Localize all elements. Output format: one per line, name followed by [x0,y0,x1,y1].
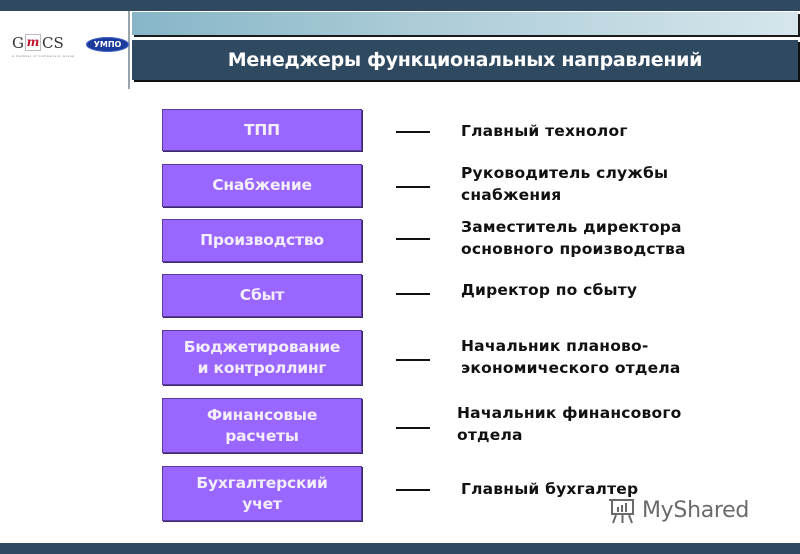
role-label-budgeting: Начальник планово- экономического отдела [461,335,681,379]
header-light-band [132,12,798,35]
page-title: Менеджеры функциональных направлений [227,49,703,71]
department-label: Бюджетирование [183,337,341,356]
department-label: Финансовые [206,405,318,424]
role-label-accounting: Главный бухгалтер [461,478,638,500]
connector-dash [396,131,430,133]
department-label: Снабжение [212,176,312,194]
role-label-production: Заместитель директора основного производ… [461,216,686,260]
role-line: снабжения [461,186,562,204]
gmcs-logo-mark: m [24,34,41,51]
connector-dash [396,186,430,188]
department-box-finance: Финансовые расчеты [162,398,362,453]
role-line: основного производства [461,240,686,258]
department-box-supply: Снабжение [162,164,362,207]
header-title-band: Менеджеры функциональных направлений [132,40,798,80]
department-label: Сбыт [239,286,285,304]
gmcs-logo-left: G [12,34,24,52]
department-label: учет [242,494,282,513]
department-label: расчеты [225,426,299,445]
role-line: Главный бухгалтер [461,480,639,498]
top-bar [0,0,800,11]
connector-dash [396,427,430,429]
department-label: Бухгалтерский [196,473,328,492]
myshared-watermark: MyShared [608,495,749,525]
role-label-finance: Начальник финансового отдела [457,402,682,446]
role-line: отдела [457,426,523,444]
header-divider [128,11,130,89]
connector-dash [396,293,430,295]
role-label-sales: Директор по сбыту [461,279,637,301]
presentation-board-icon [608,497,636,524]
gmcs-tagline: A member of Comparison Group [12,54,75,58]
connector-dash [396,489,430,491]
department-box-budgeting: Бюджетирование и контроллинг [162,330,362,385]
umpo-logo: УМПО [86,37,129,52]
department-box-accounting: Бухгалтерский учет [162,466,362,521]
role-label-tpp: Главный технолог [461,120,628,142]
role-line: Начальник финансового [457,404,682,422]
department-label: и контроллинг [197,358,327,377]
connector-dash [396,238,430,240]
department-label: ТПП [244,120,280,139]
role-line: Руководитель службы [461,164,669,182]
department-box-sales: Сбыт [162,274,362,317]
gmcs-logo-right: CS [41,34,64,52]
role-line: Начальник планово- [461,337,649,355]
department-box-tpp: ТПП [162,109,362,151]
connector-dash [396,359,430,361]
role-line: Директор по сбыту [461,281,638,299]
bottom-bar [0,543,800,554]
role-line: Главный технолог [461,122,628,140]
role-line: экономического отдела [461,359,681,377]
role-label-supply: Руководитель службы снабжения [461,162,668,206]
department-label: Производство [200,231,324,249]
role-line: Заместитель директора [461,218,682,236]
department-box-production: Производство [162,219,362,262]
watermark-text: MyShared [642,497,750,523]
